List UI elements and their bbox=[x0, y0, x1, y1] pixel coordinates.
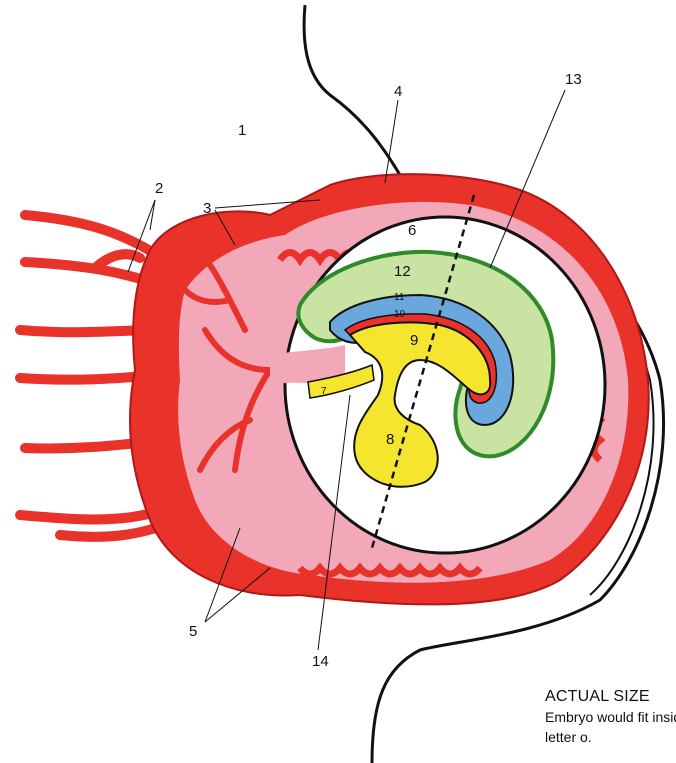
label-8: 8 bbox=[386, 431, 394, 448]
label-10: 10 bbox=[394, 309, 406, 320]
label-5: 5 bbox=[189, 623, 197, 640]
label-4: 4 bbox=[394, 83, 402, 100]
caption-title: ACTUAL SIZE bbox=[545, 688, 676, 706]
label-14: 14 bbox=[312, 653, 329, 670]
caption-line-1: Embryo would fit inside bbox=[545, 708, 676, 726]
caption-line-2: letter o. bbox=[545, 728, 676, 746]
label-9: 9 bbox=[410, 332, 418, 349]
label-6: 6 bbox=[408, 222, 416, 239]
actual-size-caption: ACTUAL SIZE Embryo would fit inside lett… bbox=[545, 688, 676, 746]
label-12: 12 bbox=[394, 263, 411, 280]
label-1: 1 bbox=[238, 122, 246, 139]
label-11: 11 bbox=[394, 292, 405, 303]
label-3: 3 bbox=[203, 200, 211, 217]
label-7: 7 bbox=[321, 386, 327, 397]
label-2: 2 bbox=[155, 180, 163, 197]
label-13: 13 bbox=[565, 71, 582, 88]
